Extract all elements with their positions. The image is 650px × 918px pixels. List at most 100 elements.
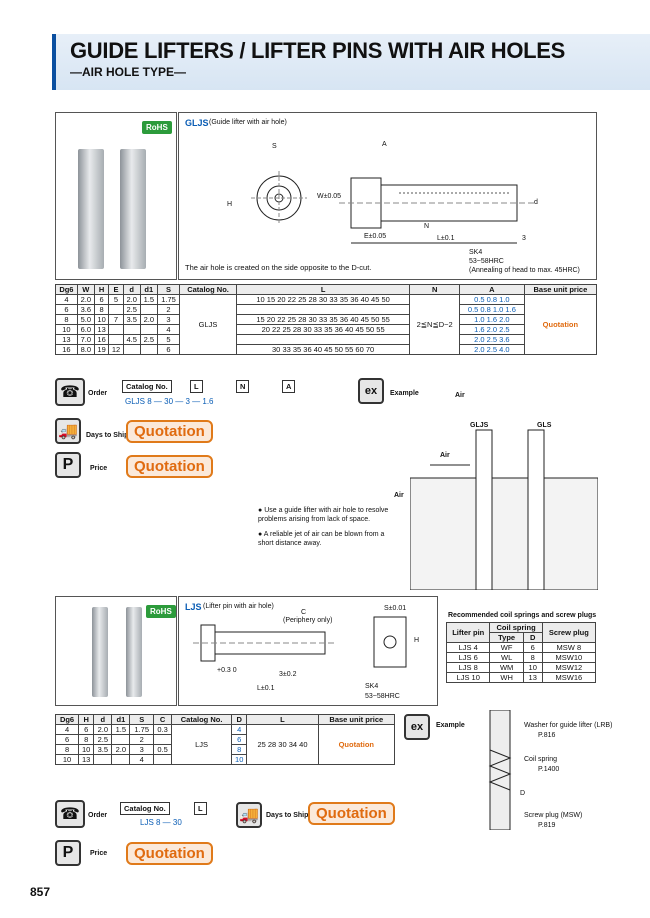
price-icon: P: [55, 452, 81, 478]
days-quotation-button[interactable]: Quotation: [126, 420, 213, 443]
price-label: Price: [90, 465, 108, 472]
th-d: d: [122, 284, 141, 295]
table-row: 16 8.0 19 12 6 30 33 35 36 40 45 50 55 6…: [55, 344, 597, 355]
page-number: 857: [30, 885, 51, 899]
lifter-pin-image: [92, 607, 108, 697]
dim-e: E±0.05: [364, 233, 387, 240]
ljs-material-h: 53~58HRC: [365, 693, 400, 700]
table-row: 4 2.0 6 5 2.0 1.5 1.75 GLJS 10 15 20 22 …: [55, 294, 598, 355]
ljs-label: LJS: [185, 602, 202, 612]
ljs-order-example: LJS 8 — 30: [140, 818, 182, 827]
example-label: Example: [390, 390, 419, 397]
th-s: S: [156, 284, 181, 295]
gljs-spec-table: Dg6 W H E d d1 S Catalog No. L N A Base …: [55, 284, 598, 355]
ljs-days-quotation-button[interactable]: Quotation: [308, 802, 395, 825]
th-w: W: [76, 284, 95, 295]
diagram-gls: GLS: [537, 422, 552, 429]
ljs-technical-drawing: [193, 616, 407, 668]
ljs-price-icon: P: [55, 840, 81, 866]
table-row: 13 7.0 16 4.5 2.5 5 2.0 2.5 3.6: [55, 334, 597, 345]
page-subtitle: —AIR HOLE TYPE—: [70, 65, 187, 79]
coil-label: Coil spring: [524, 756, 558, 763]
plug-ref: P.819: [538, 822, 556, 829]
ljs-photo-panel: RoHS: [55, 596, 177, 706]
dim-s: S: [272, 143, 277, 150]
ljs-price-quotation-button[interactable]: Quotation: [126, 842, 213, 865]
plug-label: Screw plug (MSW): [524, 812, 583, 819]
th-n: N: [409, 284, 461, 295]
ljs-days-label: Days to Ship: [266, 812, 309, 819]
ljs-dim-h: H: [414, 637, 420, 644]
ljs-example-icon: ex: [404, 714, 430, 740]
th-l: L: [235, 284, 411, 295]
th-price: Base unit price: [523, 284, 598, 295]
ljs-dim-c: C: [301, 609, 307, 616]
diagram-gljs: GLJS: [470, 422, 489, 429]
ljs-truck-icon: 🚚: [236, 802, 262, 828]
ljs-drawing-panel: LJS (Lifter pin with air hole) C (Periph…: [178, 596, 438, 706]
gljs-desc: (Guide lifter with air hole): [209, 119, 287, 126]
gljs-install-diagram: [410, 429, 598, 590]
dim-h: H: [227, 201, 233, 208]
th-a: A: [459, 284, 525, 295]
order-n: N: [236, 380, 250, 393]
gljs-technical-drawing: [251, 171, 534, 244]
ljs-order-icon: ☎: [55, 800, 85, 828]
truck-icon: 🚚: [55, 418, 81, 444]
ljs-install-diagram: [488, 710, 512, 830]
gljs-photo-panel: RoHS: [55, 112, 177, 280]
washer-ref: P.816: [538, 732, 556, 739]
ljs-material-m: SK4: [365, 683, 379, 690]
guide-lifter-image-2: [120, 149, 146, 269]
order-a: A: [282, 380, 296, 393]
table-row: 8 5.0 10 7 3.5 2.0 3 15 20 22 25 28 30 3…: [55, 314, 597, 325]
diagram-air-2: Air: [394, 492, 404, 499]
lifter-pin-image-2: [126, 607, 142, 697]
ljs-price-label: Price: [90, 850, 108, 857]
gljs-label: GLJS: [185, 118, 209, 128]
diagram-air-3: Air: [455, 392, 465, 399]
ljs-example-label: Example: [436, 722, 465, 729]
order-icon: ☎: [55, 378, 85, 406]
d-label: D: [520, 790, 526, 797]
order-l: L: [190, 380, 203, 393]
diagram-air-1: Air: [440, 452, 450, 459]
coil-ref: P.1400: [538, 766, 560, 773]
ljs-order-label: Order: [88, 812, 108, 819]
th-h: H: [93, 284, 110, 295]
days-label: Days to Ship: [86, 432, 129, 439]
material-m-value: SK4: [469, 249, 483, 256]
th-e: E: [108, 284, 124, 295]
rohs-badge: RoHS: [142, 121, 172, 134]
ljs-order-catalog: Catalog No.: [120, 802, 170, 815]
dim-a: A: [382, 141, 387, 148]
guide-lifter-image: [78, 149, 104, 269]
springs-title: Recommended coil springs and screw plugs: [448, 612, 597, 619]
dim-l: L±0.1: [437, 235, 455, 242]
material-note: (Annealing of head to max. 45HRC): [469, 267, 580, 274]
air-hole-note: The air hole is created on the side oppo…: [185, 263, 372, 272]
th-catalog: Catalog No.: [179, 284, 237, 295]
table-row: 6 3.6 8 2.5 2 0.5 0.8 1.0 1.6: [55, 304, 597, 315]
order-example: GLJS 8 — 30 — 3 — 1.6: [125, 397, 214, 406]
table-row: 10 6.0 13 4 20 22 25 28 30 33 35 36 40 4…: [55, 324, 597, 335]
header-band: [52, 34, 650, 90]
price-quotation-button[interactable]: Quotation: [126, 455, 213, 478]
ljs-desc: (Lifter pin with air hole): [203, 603, 274, 610]
ljs-dim-s: S±0.01: [384, 605, 407, 612]
example-icon: ex: [358, 378, 384, 404]
ljs-dim-l: L±0.1: [257, 685, 275, 692]
washer-label: Washer for guide lifter (LRB): [524, 722, 613, 729]
dim-n: N: [424, 223, 430, 230]
page-title: GUIDE LIFTERS / LIFTER PINS WITH AIR HOL…: [70, 38, 566, 63]
ljs-dim-c-note: (Periphery only): [283, 617, 333, 624]
ljs-dim-plus03: +0.3 0: [217, 667, 237, 674]
springs-table: Lifter pin Coil spring Screw plug Type D…: [445, 622, 597, 683]
ljs-dim-3tol: 3±0.2: [279, 671, 297, 678]
order-label: Order: [88, 390, 108, 397]
